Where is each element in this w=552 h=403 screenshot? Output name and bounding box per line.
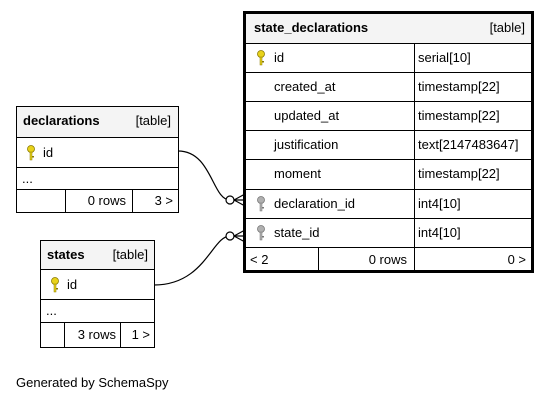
more-columns-row: ... — [17, 168, 178, 190]
column-type: timestamp[22] — [418, 108, 500, 123]
foreign-key-icon — [256, 196, 266, 212]
column-name: id — [43, 145, 54, 160]
generator-caption: Generated by SchemaSpy — [16, 375, 169, 390]
table-declarations[interactable]: declarations [table] id ... 0 rows 3 > — [16, 106, 179, 213]
column-name: created_at — [274, 79, 336, 94]
row-count: 3 rows — [77, 327, 116, 342]
column-name: id — [67, 277, 78, 292]
column-name: declaration_id — [274, 196, 355, 211]
primary-key-icon — [26, 145, 36, 161]
column-name: justification — [274, 137, 339, 152]
table-state-declarations[interactable]: state_declarations [table] id serial[10]… — [243, 11, 534, 273]
column-row: id — [41, 270, 154, 300]
column-row: updated_at timestamp[22] — [246, 102, 531, 131]
column-row: created_at timestamp[22] — [246, 73, 531, 102]
row-count: 0 rows — [87, 193, 126, 208]
relationship-optional-marker — [225, 231, 235, 241]
table-footer: 3 rows 1 > — [41, 323, 154, 347]
table-header: states [table] — [41, 241, 154, 270]
table-kind-label: [table] — [489, 20, 525, 35]
more-columns-row: ... — [41, 300, 154, 323]
column-row: state_id int4[10] — [246, 219, 531, 248]
children-link[interactable]: 3 > — [154, 193, 173, 208]
column-row: moment timestamp[22] — [246, 160, 531, 190]
table-header: declarations [table] — [17, 107, 178, 138]
column-type: int4[10] — [418, 225, 461, 240]
relationship-line-declarations — [177, 150, 245, 201]
column-type: timestamp[22] — [418, 166, 500, 181]
children-link[interactable]: 0 > — [507, 252, 526, 267]
table-kind-label: [table] — [135, 113, 171, 128]
column-row: justification text[2147483647] — [246, 131, 531, 160]
more-columns-ellipsis: ... — [46, 303, 57, 318]
parents-link[interactable]: < 2 — [250, 252, 269, 267]
column-name: id — [274, 50, 285, 65]
column-name: moment — [274, 166, 321, 181]
table-footer: 0 rows 3 > — [17, 190, 178, 212]
table-name: states — [47, 247, 85, 262]
relationship-optional-marker — [225, 195, 235, 205]
column-name: updated_at — [274, 108, 340, 123]
table-states[interactable]: states [table] id ... 3 rows 1 > — [40, 240, 155, 348]
column-row: id serial[10] — [246, 44, 531, 73]
table-name: state_declarations — [254, 20, 369, 35]
column-type: serial[10] — [418, 50, 471, 65]
table-name: declarations — [23, 113, 100, 128]
table-kind-label: [table] — [112, 247, 148, 262]
row-count: 0 rows — [368, 252, 407, 267]
primary-key-icon — [50, 277, 60, 293]
children-link[interactable]: 1 > — [131, 327, 150, 342]
column-type: timestamp[22] — [418, 79, 500, 94]
primary-key-icon — [256, 50, 266, 66]
table-footer: < 2 0 rows 0 > — [246, 248, 531, 273]
column-row: id — [17, 138, 178, 168]
column-name: state_id — [274, 225, 320, 240]
more-columns-ellipsis: ... — [22, 171, 33, 186]
relationship-line-states — [153, 235, 245, 286]
column-type: int4[10] — [418, 196, 461, 211]
column-type: text[2147483647] — [418, 137, 519, 152]
table-header: state_declarations [table] — [246, 14, 531, 44]
column-row: declaration_id int4[10] — [246, 190, 531, 219]
foreign-key-icon — [256, 225, 266, 241]
